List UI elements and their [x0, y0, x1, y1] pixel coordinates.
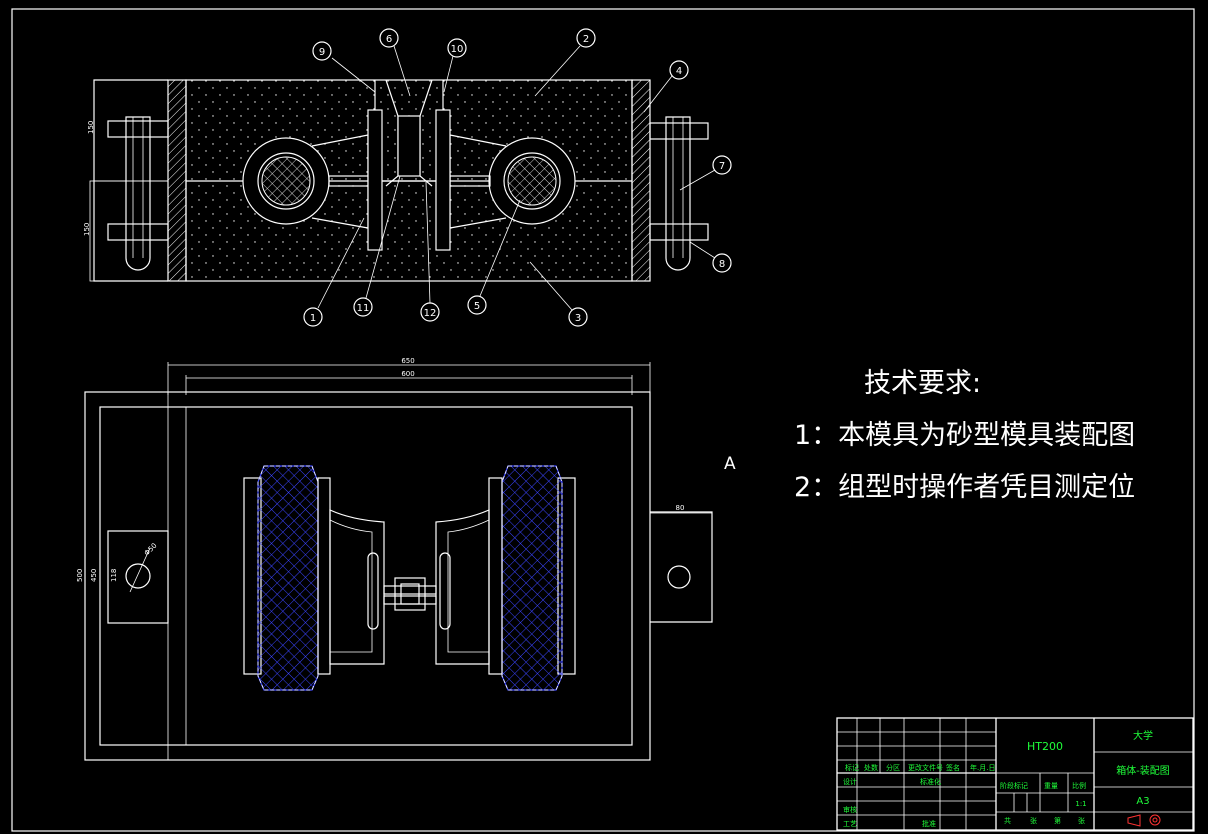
tb-design: 设计 — [843, 777, 857, 786]
tech-req-item-1: 1：本模具为砂型模具装配图 — [794, 420, 1135, 451]
tb-zone: 分区 — [886, 763, 900, 772]
tb-date: 年.月.日 — [970, 763, 995, 772]
flask-wall-left — [167, 79, 187, 282]
tb-count: 处数 — [864, 763, 878, 772]
dim-lower-height: 150 — [83, 223, 91, 236]
section-view — [89, 79, 709, 282]
tb-drawing-name: 箱体-装配图 — [1116, 764, 1170, 777]
flask-wall-right — [631, 79, 651, 282]
title-block: 标记 处数 分区 更改文件号 签名 年.月.日 设计 标准化 阶段标记 重量 比… — [836, 717, 1194, 831]
balloon-6-label: 6 — [386, 34, 392, 45]
balloons: 9 6 10 2 4 7 8 1 11 12 5 3 — [303, 28, 732, 327]
dim-width-outer: 650 — [401, 357, 414, 365]
plan-view: 650 600 500 450 118 Φ50 80 — [76, 357, 713, 761]
tb-process: 工艺 — [843, 820, 857, 828]
tb-stage-mark: 阶段标记 — [1000, 781, 1028, 790]
balloon-12-label: 12 — [424, 308, 437, 319]
tb-change-doc: 更改文件号 — [908, 763, 943, 772]
tb-review: 审核 — [843, 805, 857, 814]
tb-number: 第 — [1054, 816, 1061, 825]
lug-left — [107, 530, 169, 624]
balloon-10-label: 10 — [451, 44, 464, 55]
tech-req-title: 技术要求: — [864, 368, 981, 399]
balloon-8-label: 8 — [719, 259, 725, 270]
balloon-1 — [303, 307, 323, 327]
balloon-2 — [576, 28, 596, 48]
dim-lug-width: 80 — [676, 504, 685, 512]
balloon-1-label: 1 — [310, 313, 316, 324]
tb-school: 大学 — [1133, 729, 1153, 742]
balloon-4 — [669, 60, 689, 80]
section-mark-a: A — [724, 454, 736, 474]
tb-approve: 批准 — [922, 819, 936, 828]
dim-height-inner: 450 — [90, 569, 98, 582]
tech-req-item-2: 2：组型时操作者凭目测定位 — [794, 472, 1135, 503]
balloon-11 — [353, 297, 373, 317]
tb-sheets: 张 — [1030, 816, 1037, 825]
balloon-12 — [420, 302, 440, 322]
tb-material: HT200 — [1027, 740, 1063, 753]
tb-mark: 标记 — [845, 763, 859, 772]
lug-right — [650, 511, 713, 623]
balloon-8 — [712, 253, 732, 273]
balloon-9-label: 9 — [319, 47, 325, 58]
balloon-7-label: 7 — [719, 161, 725, 172]
tb-sheet: 张 — [1078, 816, 1085, 825]
tb-scale-label: 比例 — [1072, 781, 1086, 790]
tb-signature: 签名 — [946, 763, 960, 772]
projection-symbol-icon — [1127, 814, 1161, 827]
balloon-4-label: 4 — [676, 66, 682, 77]
tb-sheet-size: A3 — [1136, 796, 1149, 807]
tb-standardize: 标准化 — [920, 777, 941, 786]
balloon-10 — [447, 38, 467, 58]
tb-weight: 重量 — [1044, 782, 1058, 790]
drawing-border — [11, 8, 1195, 832]
tb-total: 共 — [1004, 816, 1011, 825]
dim-hole-dia: Φ50 — [143, 542, 159, 558]
flask-inner — [99, 406, 633, 746]
balloon-3 — [568, 307, 588, 327]
balloon-6 — [379, 28, 399, 48]
dim-upper-height: 150 — [87, 121, 95, 134]
balloon-11-label: 11 — [357, 303, 370, 314]
balloon-7 — [712, 155, 732, 175]
balloon-2-label: 2 — [583, 34, 589, 45]
dim-height-outer: 500 — [76, 569, 84, 582]
balloon-5 — [467, 295, 487, 315]
dim-hole-label: 118 — [110, 569, 118, 582]
balloon-3-label: 3 — [575, 313, 581, 324]
balloon-5-label: 5 — [474, 301, 480, 312]
balloon-9 — [312, 41, 332, 61]
dim-width-inner: 600 — [401, 370, 414, 378]
technical-requirements: 技术要求: 1：本模具为砂型模具装配图 2：组型时操作者凭目测定位 — [794, 368, 1135, 503]
flask-outer — [84, 391, 651, 761]
tb-scale-value: 1:1 — [1075, 800, 1086, 808]
